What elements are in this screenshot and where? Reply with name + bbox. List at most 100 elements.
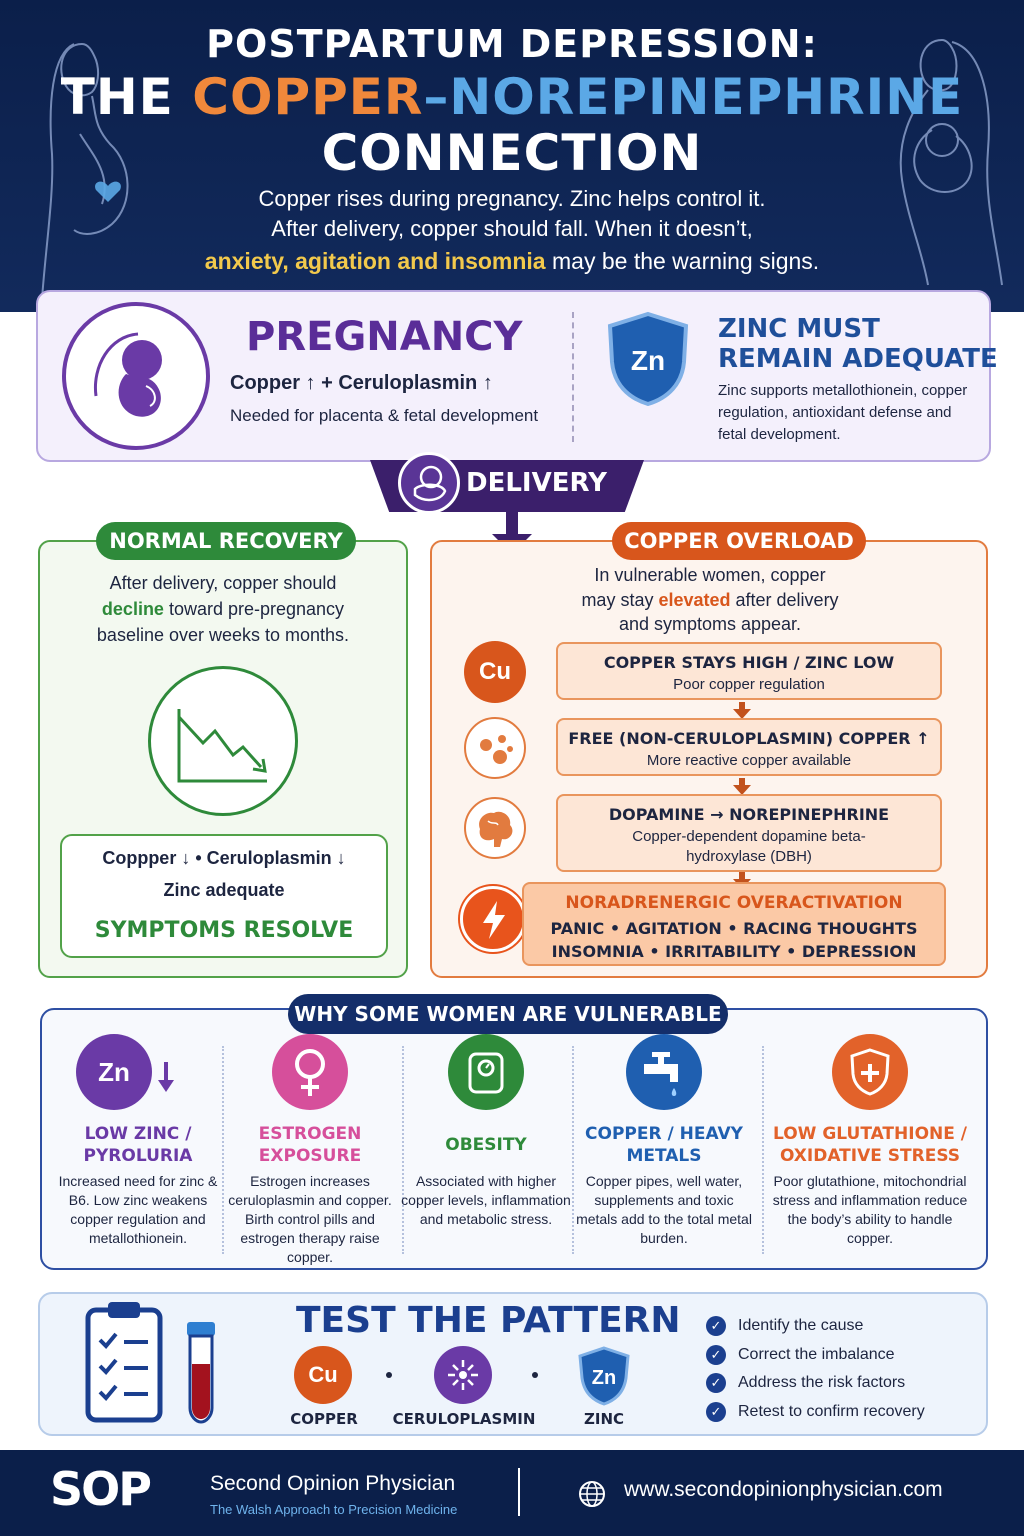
blood-tube-icon <box>187 1322 215 1424</box>
arrow-down-icon <box>733 778 751 795</box>
vulnerable-description: Increased need for zinc & B6. Low zinc w… <box>58 1173 218 1246</box>
brain-icon <box>464 797 526 859</box>
vulnerable-item-estrogen: ESTROGEN EXPOSURE Estrogen increases cer… <box>222 1034 398 1267</box>
title-line-3: CONNECTION <box>321 124 703 182</box>
pregnancy-note: Needed for placenta & fetal development <box>230 406 539 425</box>
arrow-down-icon <box>158 1062 174 1092</box>
normal-markers: Coppper ↓ • Ceruloplasmin ↓ <box>102 848 346 868</box>
subtitle-line-3-rest: may be the warning signs. <box>545 248 820 274</box>
separator-dot <box>386 1372 392 1378</box>
normal-text-line-2-rest: toward pre-pregnancy <box>163 599 345 619</box>
overload-text-line-3: and symptoms appear. <box>618 614 802 634</box>
normal-text-line-2: decline toward pre-pregnancy <box>38 599 408 620</box>
vulnerable-title: ESTROGEN EXPOSURE <box>258 1124 362 1166</box>
vulnerable-title: OBESITY <box>445 1135 527 1155</box>
symptoms-line-2: INSOMNIA • IRRITABILITY • DEPRESSION <box>551 942 917 961</box>
title-copper: COPPER <box>192 68 424 126</box>
pregnancy-markers: Copper ↑ + Ceruloplasmin ↑ <box>230 372 493 394</box>
test-marker-label: COPPER <box>290 1410 358 1428</box>
sop-logo: SOP <box>50 1462 152 1516</box>
vulnerable-title: LOW GLUTATHIONE / OXIDATIVE STRESS <box>772 1124 967 1166</box>
fetus-icon <box>62 302 210 450</box>
footer <box>0 1450 1024 1536</box>
pregnant-woman-icon <box>41 42 129 300</box>
pregnancy-divider <box>572 312 574 442</box>
overload-text-line-2-pre: may stay <box>581 590 659 610</box>
check-icon: ✓ <box>706 1402 726 1422</box>
subtitle-line-2: After delivery, copper should fall. When… <box>271 216 753 241</box>
checklist-item: ✓ Retest to confirm recovery <box>706 1402 925 1422</box>
declining-chart-icon <box>148 666 298 816</box>
step-free-copper: FREE (NON-CERULOPLASMIN) COPPER ↑ More r… <box>556 718 942 776</box>
checklist-text: Retest to confirm recovery <box>738 1403 925 1421</box>
symptoms-line-1: PANIC • AGITATION • RACING THOUGHTS <box>550 919 918 938</box>
step-description: More reactive copper available <box>646 752 852 769</box>
scale-icon <box>448 1034 524 1110</box>
test-title: TEST THE PATTERN <box>296 1300 681 1341</box>
zinc-shield-icon: Zn <box>607 311 689 406</box>
test-marker-label: ZINC <box>583 1410 625 1428</box>
title-norepinephrine: NOREPINEPHRINE <box>449 68 964 126</box>
check-icon: ✓ <box>706 1316 726 1336</box>
checklist-text: Correct the imbalance <box>738 1346 895 1364</box>
vulnerable-item-low-zinc: Zn LOW ZINC / PYROLURIA Increased need f… <box>50 1034 226 1248</box>
subtitle-line-3: anxiety, agitation and insomnia may be t… <box>0 248 1024 275</box>
zinc-icon: Zn <box>76 1034 152 1110</box>
arrow-down-icon <box>733 702 751 719</box>
decline-highlight: decline <box>101 599 164 619</box>
footer-divider <box>518 1468 520 1516</box>
vulnerable-description: Associated with higher copper levels, in… <box>401 1173 571 1227</box>
checklist-item: ✓ Correct the imbalance <box>706 1345 895 1365</box>
normal-zinc: Zinc adequate <box>163 880 285 900</box>
vulnerable-label: WHY SOME WOMEN ARE VULNERABLE <box>288 994 728 1034</box>
title-line-2: THE COPPER–NOREPINEPHRINE <box>0 68 1024 126</box>
pregnancy-title: PREGNANCY <box>246 314 523 360</box>
test-marker-label: CERULOPLASMIN <box>392 1410 536 1428</box>
zinc-shield-label: Zn <box>592 1367 616 1389</box>
overload-text-line-1: In vulnerable women, copper <box>594 565 826 585</box>
brand-tagline: The Walsh Approach to Precision Medicine <box>210 1502 458 1517</box>
vulnerable-item-heavy-metals: COPPER / HEAVY METALS Copper pipes, well… <box>576 1034 752 1248</box>
free-copper-particles-icon <box>464 717 526 779</box>
step-noradrenergic-overactivation: NORADRENERGIC OVERACTIVATION PANIC • AGI… <box>522 882 946 966</box>
clipboard-icon <box>85 1302 163 1423</box>
vulnerable-title: LOW ZINC / PYROLURIA <box>83 1124 193 1166</box>
title-dash: – <box>423 68 450 126</box>
check-icon: ✓ <box>706 1345 726 1365</box>
separator-dot <box>532 1372 538 1378</box>
title-line-1: POSTPARTUM DEPRESSION: <box>206 22 818 66</box>
website-link[interactable]: www.secondopinionphysician.com <box>624 1478 943 1501</box>
newborn-icon <box>398 452 460 514</box>
normal-recovery-label: NORMAL RECOVERY <box>96 522 356 560</box>
mother-baby-icon <box>899 38 1003 286</box>
symptoms-resolve: SYMPTOMS RESOLVE <box>94 918 354 943</box>
globe-icon <box>579 1481 605 1507</box>
normal-outcome-box <box>60 834 388 958</box>
step-copper-high: COPPER STAYS HIGH / ZINC LOW Poor copper… <box>556 642 942 700</box>
copper-icon: Cu <box>294 1346 352 1404</box>
step-description: Poor copper regulation <box>673 676 825 693</box>
step-title: DOPAMINE → NOREPINEPHRINE <box>608 805 890 824</box>
step-title: FREE (NON-CERULOPLASMIN) COPPER ↑ <box>568 729 930 748</box>
column-divider <box>402 1046 404 1254</box>
subtitle-line-1: Copper rises during pregnancy. Zinc help… <box>258 186 766 211</box>
overload-text-line-2-rest: after delivery <box>730 590 839 610</box>
checklist-item: ✓ Identify the cause <box>706 1316 863 1336</box>
zinc-shield-icon: Zn <box>578 1346 630 1406</box>
shield-plus-icon <box>832 1034 908 1110</box>
copper-icon: Cu <box>464 641 526 703</box>
elevated-highlight: elevated <box>658 590 731 610</box>
copper-overload-label: COPPER OVERLOAD <box>612 522 866 560</box>
female-symbol-icon <box>272 1034 348 1110</box>
zinc-shield-label: Zn <box>631 345 665 376</box>
checklist-text: Identify the cause <box>738 1317 864 1335</box>
title-prefix: THE <box>60 68 193 126</box>
step-dopamine-norepinephrine: DOPAMINE → NOREPINEPHRINE Copper-depende… <box>556 794 942 872</box>
normal-text-line-3: baseline over weeks to months. <box>96 625 350 645</box>
vulnerable-description: Copper pipes, well water, supplements an… <box>576 1173 752 1246</box>
vulnerable-description: Poor glutathione, mitochondrial stress a… <box>772 1173 968 1246</box>
checklist-text: Address the risk factors <box>738 1374 906 1392</box>
column-divider <box>572 1046 574 1254</box>
column-divider <box>222 1046 224 1254</box>
warning-signs-highlight: anxiety, agitation and insomnia <box>204 248 546 274</box>
